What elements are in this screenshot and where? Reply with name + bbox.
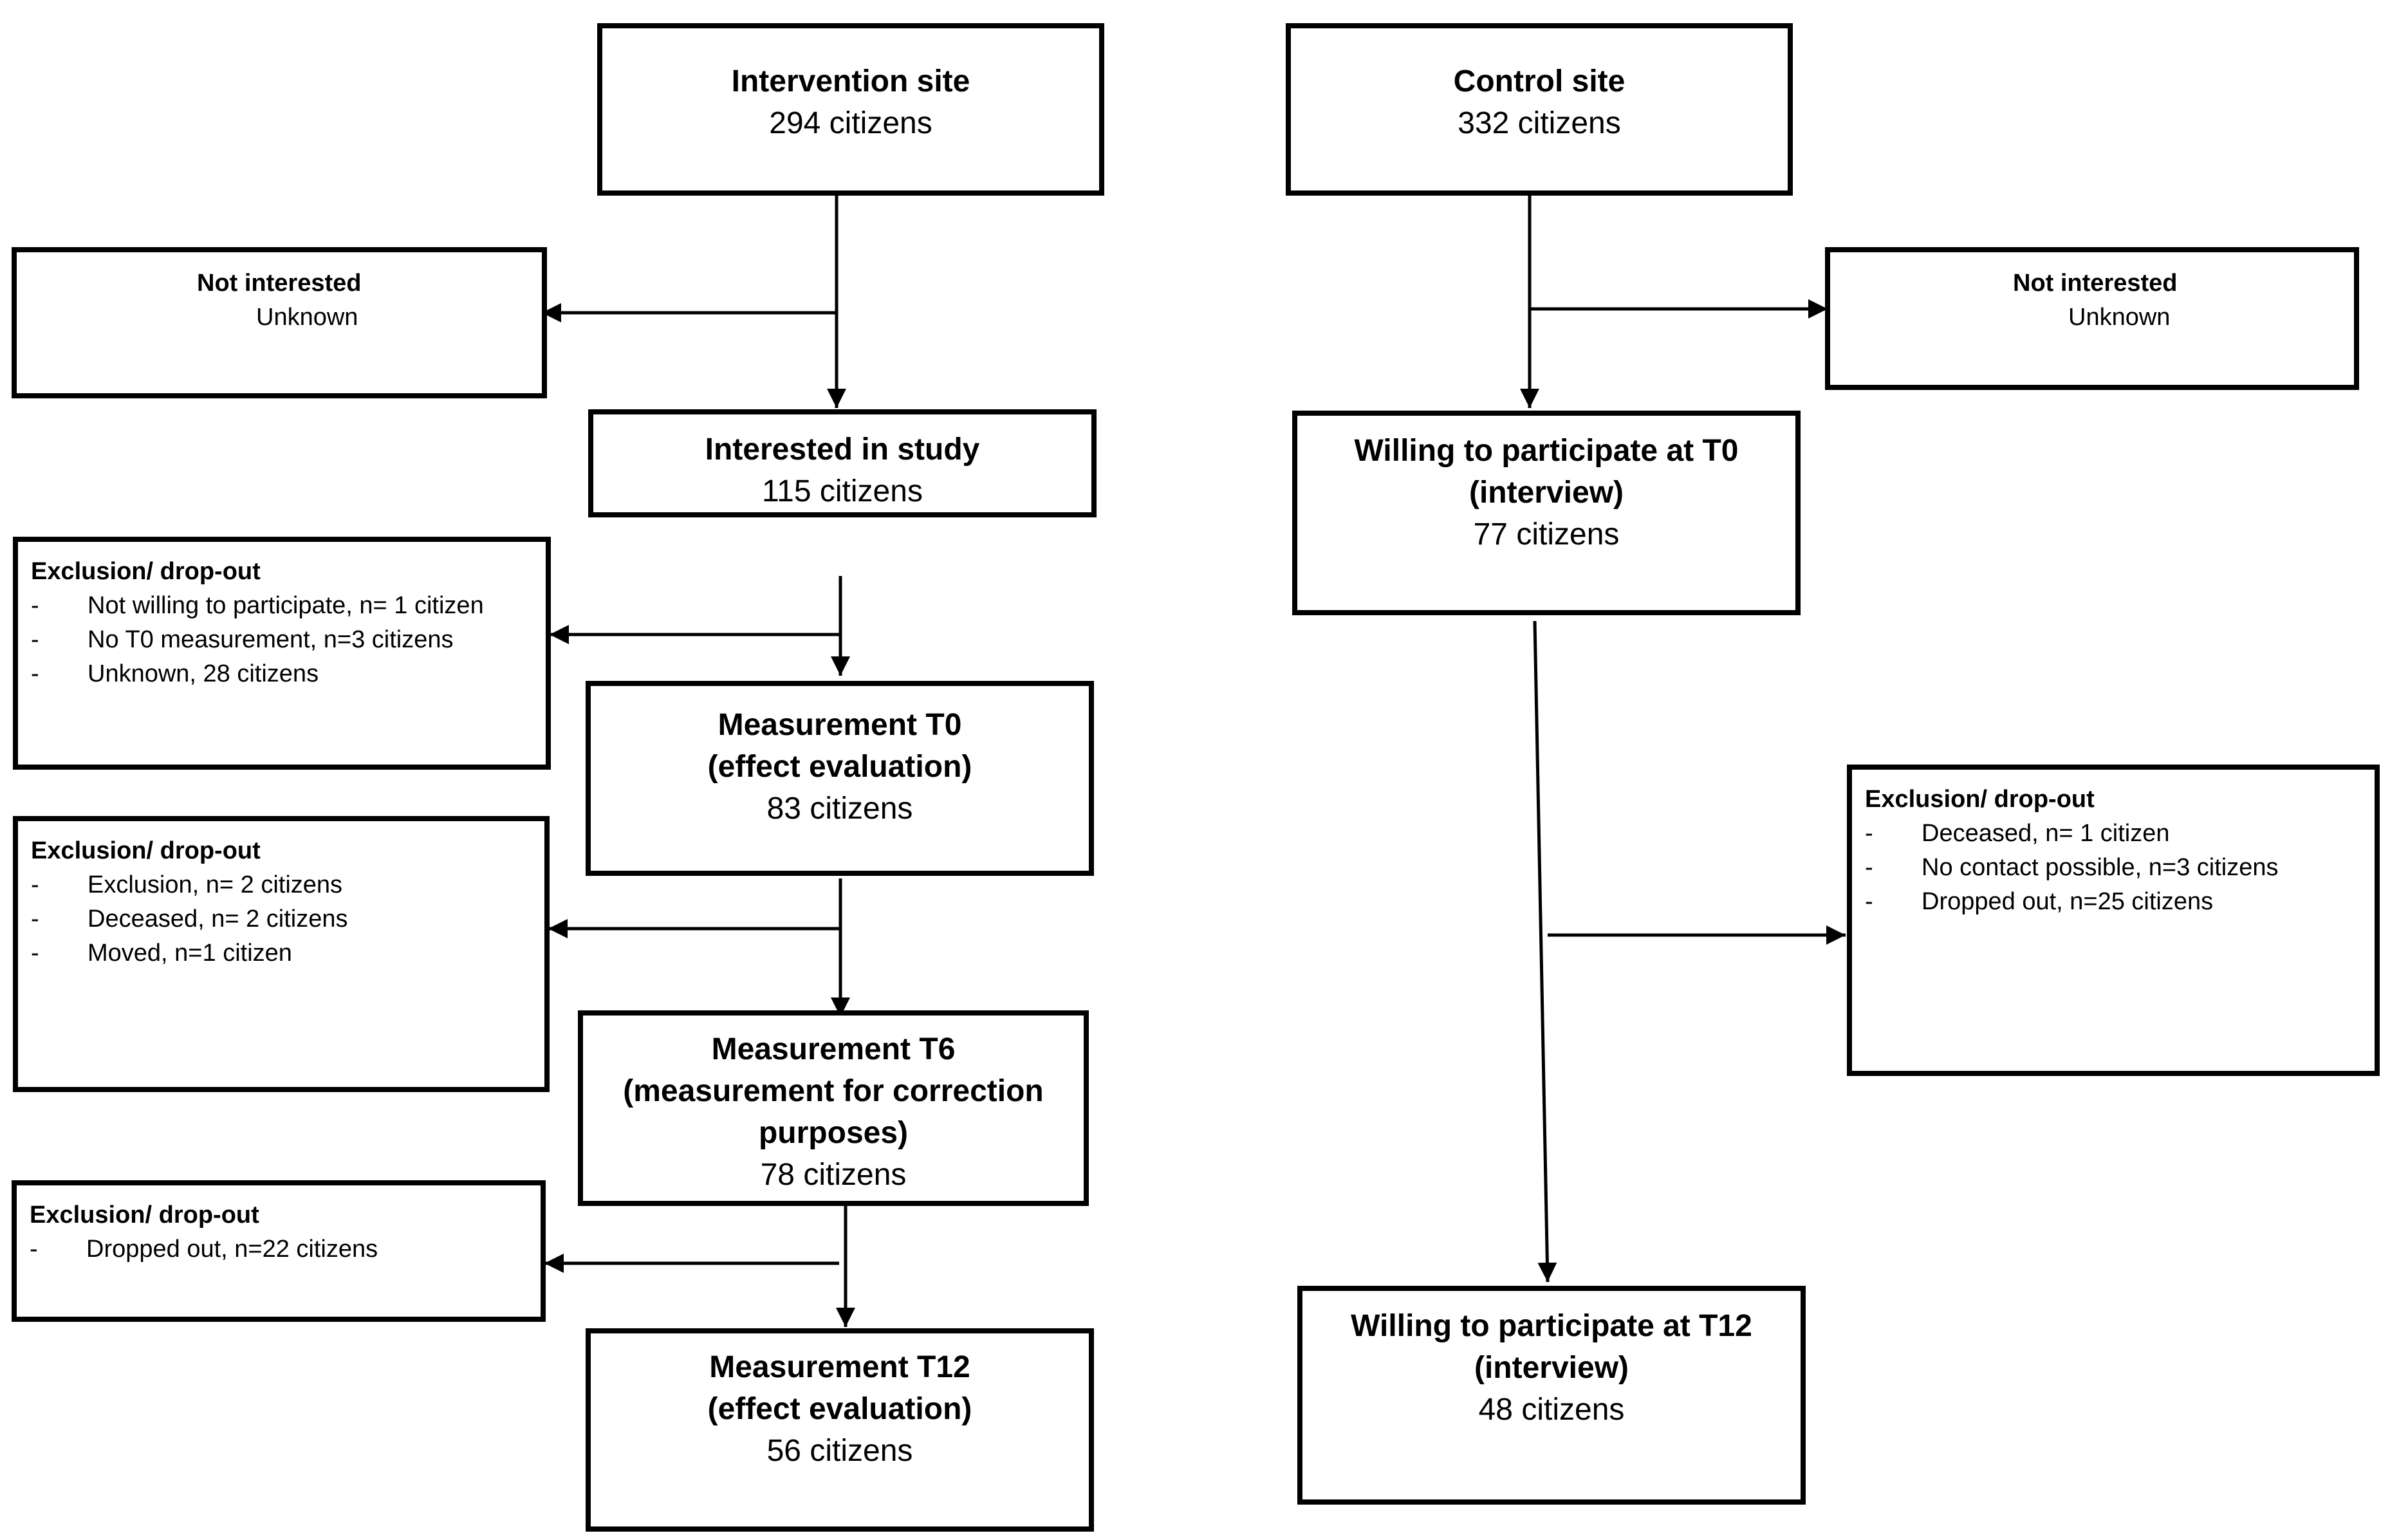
t0-count: 83 citizens — [766, 792, 913, 826]
control-site-box: Control site 332 citizens — [1286, 23, 1793, 196]
intervention-site-count: 294 citizens — [769, 106, 932, 140]
list-item: -Exclusion, n= 2 citizens — [31, 871, 343, 898]
list-item: -No contact possible, n=3 citizens — [1865, 854, 2279, 881]
dropout-box-3: Exclusion/ drop-out -Dropped out, n=22 c… — [12, 1180, 546, 1322]
dropout-box-1: Exclusion/ drop-out -Not willing to part… — [13, 537, 551, 770]
t6-count: 78 citizens — [760, 1158, 907, 1192]
arrow-control-t0-to-t12 — [1533, 620, 1557, 1283]
control-dropout-title: Exclusion/ drop-out — [1865, 786, 2095, 813]
control-t0-title-line1: Willing to participate at T0 — [1354, 434, 1739, 468]
control-t12-box: Willing to participate at T12 (interview… — [1297, 1286, 1806, 1505]
t12-title-line1: Measurement T12 — [709, 1350, 970, 1384]
interested-box: Interested in study 115 citizens — [588, 409, 1097, 517]
interested-title: Interested in study — [705, 432, 980, 467]
dropout-3-title: Exclusion/ drop-out — [30, 1201, 259, 1229]
t6-title-line1: Measurement T6 — [711, 1032, 956, 1066]
not-interested-title-left: Not interested — [197, 270, 362, 297]
intervention-site-box: Intervention site 294 citizens — [597, 23, 1104, 196]
list-item: -Unknown, 28 citizens — [31, 660, 319, 687]
t12-title-line2: (effect evaluation) — [707, 1392, 972, 1426]
dropout-1-title: Exclusion/ drop-out — [31, 558, 261, 585]
measurement-t12-box: Measurement T12 (effect evaluation) 56 c… — [586, 1328, 1094, 1532]
control-t12-title-line1: Willing to participate at T12 — [1351, 1309, 1752, 1343]
measurement-t0-box: Measurement T0 (effect evaluation) 83 ci… — [586, 681, 1094, 876]
not-interested-box-left: Not interested Unknown — [12, 247, 547, 398]
t12-count: 56 citizens — [766, 1434, 913, 1468]
list-item: -Not willing to participate, n= 1 citize… — [31, 592, 484, 619]
t0-title-line1: Measurement T0 — [718, 708, 962, 742]
dropout-box-2: Exclusion/ drop-out -Exclusion, n= 2 cit… — [13, 816, 550, 1092]
not-interested-box-right: Not interested Unknown — [1825, 247, 2359, 390]
not-interested-title-right: Not interested — [2013, 270, 2178, 297]
list-item: -Moved, n=1 citizen — [31, 940, 292, 967]
list-item: -Dropped out, n=25 citizens — [1865, 888, 2214, 915]
t6-title-line2: (measurement for correction — [623, 1074, 1044, 1108]
dropout-2-title: Exclusion/ drop-out — [31, 837, 261, 864]
list-item: -Dropped out, n=22 citizens — [30, 1236, 378, 1263]
interested-count: 115 citizens — [762, 474, 923, 508]
control-t12-count: 48 citizens — [1478, 1393, 1625, 1427]
list-item: -No T0 measurement, n=3 citizens — [31, 626, 454, 653]
measurement-t6-box: Measurement T6 (measurement for correcti… — [578, 1010, 1089, 1206]
intervention-site-title: Intervention site — [731, 64, 970, 98]
control-t0-box: Willing to participate at T0 (interview)… — [1292, 411, 1801, 615]
t6-title-line3: purposes) — [758, 1116, 909, 1150]
t0-title-line2: (effect evaluation) — [707, 750, 972, 784]
control-site-count: 332 citizens — [1458, 106, 1621, 140]
not-interested-value-right: Unknown — [2068, 304, 2171, 331]
control-t0-count: 77 citizens — [1473, 517, 1620, 552]
control-dropout-box: Exclusion/ drop-out -Deceased, n= 1 citi… — [1847, 765, 2380, 1076]
not-interested-value-left: Unknown — [256, 304, 358, 331]
control-site-title: Control site — [1453, 64, 1626, 98]
control-t0-title-line2: (interview) — [1468, 476, 1624, 510]
list-item: -Deceased, n= 1 citizen — [1865, 820, 2170, 847]
control-t12-title-line2: (interview) — [1474, 1351, 1629, 1385]
list-item: -Deceased, n= 2 citizens — [31, 905, 348, 932]
